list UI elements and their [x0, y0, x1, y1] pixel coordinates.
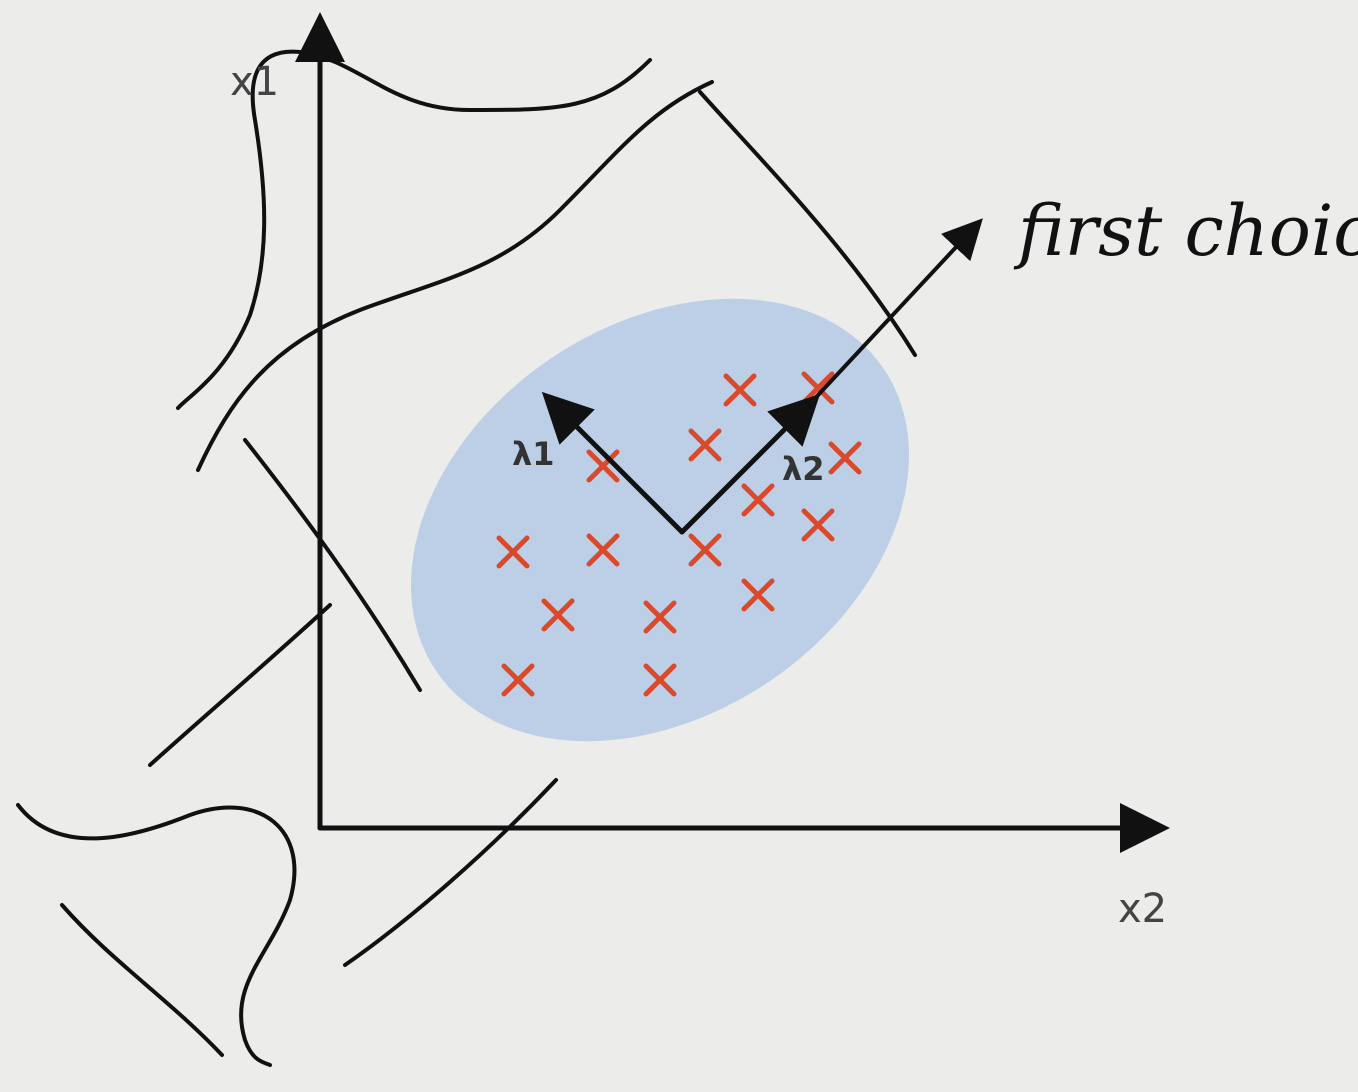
scribble-bottom-line: [343, 778, 558, 967]
scribble-strokes: [16, 49, 917, 1067]
data-ellipse: [411, 298, 909, 742]
data-points: [496, 371, 862, 697]
data-point-marker: [801, 508, 835, 542]
first-choice-annotation: first choice: [1013, 190, 1358, 272]
scribble-bottom-left: [60, 903, 224, 1057]
scribble-diagonal-left: [243, 438, 422, 692]
eigenvector-lambda2-arrow: [679, 393, 821, 535]
data-point-marker: [723, 373, 757, 407]
scribble-bottom-loop: [16, 803, 297, 1067]
data-point-marker: [643, 600, 677, 634]
data-point-marker: [541, 598, 575, 632]
scribble-short-line: [148, 603, 332, 767]
data-point-marker: [688, 533, 722, 567]
eigenvector-lambda1-arrow: [541, 391, 685, 535]
scribble-long-curve: [196, 80, 714, 472]
data-point-marker: [496, 535, 530, 569]
axis-label-x2: x2: [1118, 886, 1167, 932]
data-point-marker: [586, 533, 620, 567]
data-point-marker: [643, 663, 677, 697]
lambda1-label: λ1: [512, 435, 555, 473]
data-point-marker: [828, 441, 862, 475]
data-point-marker: [586, 449, 620, 483]
data-point-marker: [741, 483, 775, 517]
data-point-marker: [501, 663, 535, 697]
axes: x1 x2: [230, 12, 1170, 932]
data-point-marker: [741, 578, 775, 612]
data-point-marker: [688, 428, 722, 462]
eigenvectors: λ1 λ2: [512, 218, 983, 535]
scribble-diagonal-right: [698, 90, 917, 357]
first-choice-arrow: [804, 218, 983, 410]
scribble-top-wave: [176, 49, 652, 410]
lambda2-label: λ2: [782, 450, 825, 488]
axis-label-x1: x1: [230, 59, 279, 105]
